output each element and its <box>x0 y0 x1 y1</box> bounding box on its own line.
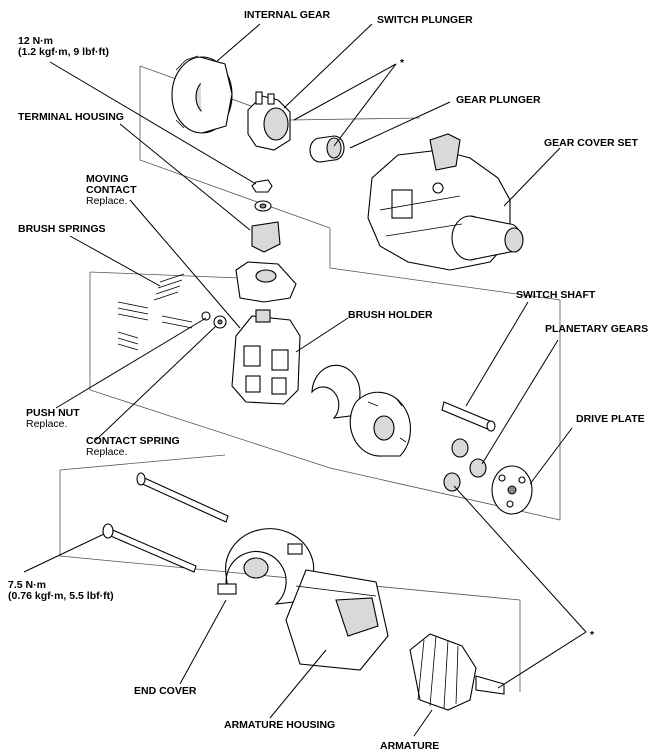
push-nut-title: PUSH NUT <box>26 407 80 419</box>
label-terminal-housing: TERMINAL HOUSING <box>18 111 124 123</box>
internal-gear-part <box>171 55 233 134</box>
gear-disc-part <box>349 391 411 457</box>
label-contact-spring: CONTACT SPRING Replace. <box>86 436 180 458</box>
gear-cover-set-part <box>367 133 524 271</box>
torque-12-value: 12 N·m <box>18 35 54 47</box>
label-torque-12: 12 N·m (1.2 kgf·m, 9 lbf·ft) <box>18 36 109 58</box>
switch-shaft-part <box>441 401 496 432</box>
planetary-gears-part <box>443 438 487 492</box>
label-torque-75: 7.5 N·m (0.76 kgf·m, 5.5 lbf·ft) <box>8 580 114 602</box>
moving-contact-line2: CONTACT <box>86 184 137 196</box>
drive-plate-part <box>491 465 533 515</box>
label-switch-shaft: SWITCH SHAFT <box>516 289 596 301</box>
push-nut-note: Replace. <box>26 418 68 430</box>
torque-12-sub: (1.2 kgf·m, 9 lbf·ft) <box>18 46 109 58</box>
label-gear-plunger: GEAR PLUNGER <box>456 94 541 106</box>
label-switch-plunger: SWITCH PLUNGER <box>377 14 473 26</box>
brush-springs-part <box>117 273 193 351</box>
armature-housing-part <box>285 569 389 671</box>
label-asterisk-bottom: * <box>590 629 595 641</box>
label-planetary-gears: PLANETARY GEARS <box>545 323 649 335</box>
label-drive-plate: DRIVE PLATE <box>576 413 645 425</box>
contact-spring-title: CONTACT SPRING <box>86 435 180 447</box>
label-brush-holder: BRUSH HOLDER <box>348 309 433 321</box>
through-bolts-part <box>102 472 229 573</box>
torque-75-value: 7.5 N·m <box>8 579 46 591</box>
brush-holder-part <box>231 309 301 405</box>
label-armature-housing: ARMATURE HOUSING <box>224 719 336 731</box>
label-armature: ARMATURE <box>380 740 440 752</box>
leader-lines <box>23 23 587 737</box>
terminal-housing-part <box>235 261 297 303</box>
torque-75-sub: (0.76 kgf·m, 5.5 lbf·ft) <box>8 590 114 602</box>
end-cover-part <box>217 528 315 605</box>
label-moving-contact: MOVING CONTACT Replace. <box>86 174 137 207</box>
terminal-nut-part <box>251 179 273 212</box>
moving-contact-line1: MOVING <box>86 173 129 185</box>
label-gear-cover-set: GEAR COVER SET <box>544 137 638 149</box>
moving-contact-note: Replace. <box>86 195 128 207</box>
contact-spring-note: Replace. <box>86 446 128 458</box>
label-push-nut: PUSH NUT Replace. <box>26 408 80 430</box>
switch-plunger-part <box>247 91 291 151</box>
moving-contact-part <box>251 221 281 253</box>
label-end-cover: END COVER <box>134 685 197 697</box>
label-brush-springs: BRUSH SPRINGS <box>18 223 106 235</box>
gear-plunger-part <box>309 135 345 163</box>
push-nut-part <box>201 311 227 329</box>
label-asterisk-top: * <box>400 57 405 69</box>
armature-part <box>409 633 505 711</box>
label-internal-gear: INTERNAL GEAR <box>244 9 331 21</box>
